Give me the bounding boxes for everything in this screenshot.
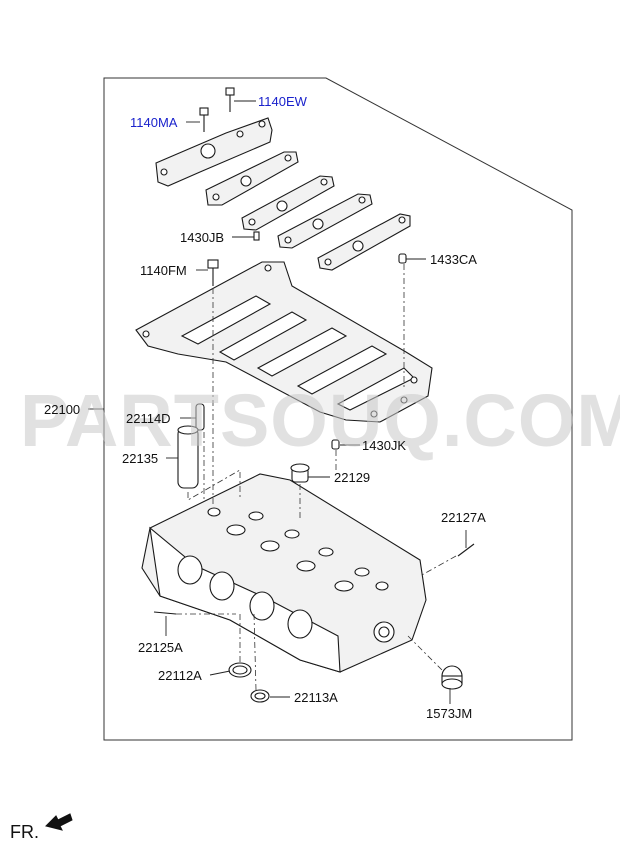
cap-1573JM [441, 665, 463, 690]
callout-22100: 22100 [44, 402, 80, 417]
cylinder-head [141, 473, 427, 673]
callout-22129: 22129 [334, 470, 370, 485]
camshaft-cap-3 [241, 175, 335, 231]
camshaft-cap-5 [317, 213, 411, 271]
callout-1573JM: 1573JM [426, 706, 472, 721]
callout-1140FM: 1140FM [140, 263, 187, 278]
dowel-pin-1433CA [398, 253, 407, 264]
callout-22114D: 22114D [126, 411, 171, 426]
callout-1140MA: 1140MA [130, 115, 178, 130]
callout-1430JB: 1430JB [180, 230, 224, 245]
callout-22113A: 22113A [294, 690, 338, 705]
callout-22127A: 22127A [441, 510, 486, 525]
sleeve-22135-top [177, 425, 199, 435]
plug-22129 [290, 463, 310, 483]
bolt-1140EW [225, 87, 235, 112]
callout-1433CA: 1433CA [430, 252, 477, 267]
front-arrow-icon [45, 813, 73, 831]
stud-22127A [457, 543, 475, 557]
seal-ring-22112A [228, 662, 252, 678]
callout-1140EW: 1140EW [258, 94, 308, 109]
dowel-pin-1430JK [331, 439, 340, 450]
bolt-1140MA [199, 107, 209, 132]
camshaft-cap-front [155, 117, 273, 187]
stud-22125A [153, 611, 177, 615]
front-direction-label: FR. [10, 822, 39, 842]
camshaft-cap-2 [205, 151, 299, 206]
camshaft-cap-4 [277, 193, 373, 249]
seal-22113A [250, 689, 270, 703]
callout-1430JK: 1430JK [362, 438, 406, 453]
callout-22135: 22135 [122, 451, 158, 466]
watermark: PARTSOUQ.COM [20, 379, 620, 462]
dowel-22114D [195, 403, 205, 431]
camshaft-carrier-frame [135, 261, 433, 423]
callout-22125A: 22125A [138, 640, 183, 655]
assembly-frame [103, 77, 573, 741]
callout-22112A: 22112A [158, 668, 202, 683]
bolt-1140FM [207, 259, 219, 286]
dowel-pin-1430JB [253, 231, 260, 241]
